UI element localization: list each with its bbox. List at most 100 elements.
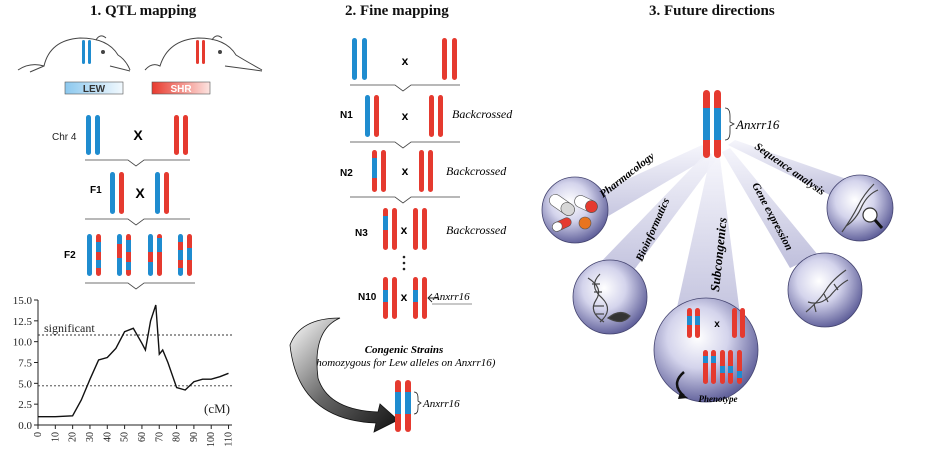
pharmacology-orb: [541, 176, 609, 244]
generation-brace: [350, 196, 460, 204]
f1-chromosome: [155, 172, 160, 214]
cross-symbol: x: [402, 164, 409, 178]
parent-shr-chromosome: [442, 38, 447, 80]
n1-chromosome: [438, 95, 443, 137]
cross-symbol: x: [401, 290, 408, 304]
y-tick-label: 15.0: [13, 295, 33, 307]
x-tick-label: 80: [172, 432, 183, 442]
y-tick-label: 5.0: [18, 378, 32, 390]
congenic-gene-label: Anxrr16: [422, 398, 460, 410]
n2-chromosome: [381, 150, 386, 192]
parent-lew-chromosome: [352, 38, 357, 80]
dna-magnifier-icon: [841, 183, 884, 233]
f2-chromosome-segment: [178, 260, 183, 268]
f2-chromosome-segment: [117, 244, 122, 258]
congenic-chromosome-segment: [405, 392, 411, 414]
backcrossed-label: Backcrossed: [446, 164, 507, 178]
generation-label-n10: N10: [358, 292, 377, 303]
x-tick-label: 50: [120, 432, 131, 442]
parent-lew-chromosome: [86, 115, 91, 155]
sequence-analysis-orb: [826, 174, 894, 242]
qtl-section-title: 1. QTL mapping: [90, 3, 197, 19]
f2-chromosome-segment: [178, 242, 183, 250]
shr-strain-box: [151, 81, 211, 95]
f2-chromosome: [96, 234, 101, 276]
y-tick-label: 2.5: [18, 399, 32, 411]
generation-brace: [350, 84, 460, 92]
f2-chromosome-segment: [148, 252, 153, 262]
phenotype-arrowhead-icon: [678, 392, 688, 399]
congenic-strains-title: Congenic Strains: [365, 344, 444, 356]
sequence-analysis-beam: [728, 140, 858, 198]
n10-chromosome: [422, 277, 427, 319]
n10-chromosome: [392, 277, 397, 319]
fine-mapping-panel: x N1 x Backcrossed N2 x Backcrossed N3 x…: [289, 38, 513, 433]
gene-expression-label: Gene expression: [749, 181, 795, 253]
n1-chromosome: [374, 95, 379, 137]
n2-chromosome: [428, 150, 433, 192]
f1-chromosome: [164, 172, 169, 214]
qtl-mapping-panel: LEW SHR Chr 4 X F1 X F2 0.02.55.07.510.0…: [13, 35, 263, 447]
parent-shr-chromosome: [183, 115, 188, 155]
chr4-label: Chr 4: [52, 132, 77, 143]
y-tick-label: 12.5: [13, 316, 33, 328]
f1-label: F1: [90, 185, 102, 196]
x-tick-label: 110: [224, 432, 235, 447]
f2-chromosome-segment: [187, 248, 192, 260]
bioinformatics-beam: [595, 152, 716, 282]
future-gene-label: Anxrr16: [735, 117, 780, 132]
backcrossed-label: Backcrossed: [446, 223, 507, 237]
continuation-dot: [402, 261, 406, 265]
f2-chromosome-segment: [126, 240, 131, 252]
curved-arrow-icon: [289, 317, 399, 433]
subcongenics-cross: x: [687, 308, 745, 338]
n1-chromosome: [365, 95, 370, 137]
generation-label-n3: N3: [355, 228, 368, 239]
congenic-strains-subtitle: (homozygous for Lew alleles on Anxrr16): [313, 357, 496, 369]
gene-expression-beam: [722, 148, 818, 268]
n2-chromosome-segment: [372, 158, 377, 178]
cross-symbol: x: [401, 223, 408, 237]
f2-chromosome-segment: [157, 238, 162, 252]
generation-brace: [350, 141, 460, 149]
cross-symbol: x: [402, 109, 409, 123]
f2-chromosome: [87, 234, 92, 276]
n3-chromosome-segment: [383, 216, 388, 230]
y-tick-label: 0.0: [18, 420, 32, 432]
cross-symbol: x: [402, 54, 409, 68]
subcongenics-beam: [672, 158, 742, 330]
x-tick-label: 20: [68, 432, 79, 442]
future-directions-panel: Anxrr16: [541, 90, 894, 404]
x-axis-label: (cM): [204, 401, 230, 416]
f2-label: F2: [64, 250, 76, 261]
parent-shr-chromosome: [452, 38, 457, 80]
x-tick-label: 40: [102, 432, 113, 442]
n1-chromosome: [429, 95, 434, 137]
lew-rat-icon: [17, 35, 131, 73]
phenotype-label: Phenotype: [699, 394, 738, 404]
y-tick-label: 7.5: [18, 358, 32, 370]
cross-symbol: x: [714, 319, 720, 330]
cross-symbol: X: [135, 185, 145, 201]
n10-gene-label: Anxrr16: [432, 291, 470, 303]
continuation-dot: [402, 255, 406, 259]
f1-chromosome: [110, 172, 115, 214]
gene-bracket: [724, 107, 735, 141]
gene-expression-orb: [787, 252, 863, 328]
lew-rat-chromosome: [88, 40, 91, 64]
lew-strain-box: [64, 81, 124, 95]
dna-helix-icon: [587, 273, 631, 323]
n10-chromosome-segment: [413, 290, 418, 302]
generation-brace: [85, 159, 190, 167]
lew-rat-chromosome: [82, 40, 85, 64]
f2-chromosome-segment: [96, 260, 101, 268]
continuation-dot: [402, 267, 406, 271]
target-chromosome-segment: [714, 108, 721, 140]
shr-rat-chromosome: [202, 40, 205, 64]
n3-chromosome: [413, 208, 418, 250]
shr-rat-chromosome: [196, 40, 199, 64]
f1-chromosome: [119, 172, 124, 214]
congenic-chromosome-segment: [395, 392, 401, 414]
